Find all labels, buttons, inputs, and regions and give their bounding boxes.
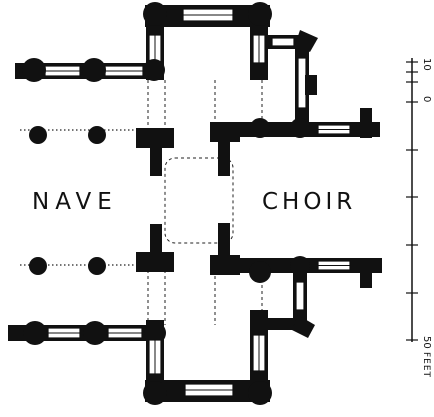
south-transept-sw-buttress (143, 381, 167, 405)
crossing-pier-ne (210, 122, 240, 176)
scale-unit: FEET (421, 352, 431, 378)
crossing-pier-sw (136, 224, 174, 272)
crossing-vault (164, 157, 234, 244)
south-transept (143, 310, 272, 405)
south-choir-buttress (360, 258, 372, 288)
south-transept-se-buttress (248, 381, 272, 405)
south-wall-buttress-2 (83, 321, 107, 345)
north-transept-nw-buttress (143, 2, 167, 26)
north-nave-wall (15, 58, 165, 82)
north-wall-buttress-1 (22, 58, 46, 82)
nave-piers (29, 126, 106, 275)
crossing-pier-nw (136, 128, 174, 176)
crossing-piers (136, 122, 240, 275)
choir-label: CHOIR (262, 189, 356, 215)
south-wall-buttress-1 (23, 321, 47, 345)
north-wall-buttress-3 (143, 59, 165, 81)
nave-pier-n1 (29, 126, 47, 144)
scale-bar: 10 0 50 FEET (406, 58, 432, 378)
scale-mark-zero: 0 (421, 96, 432, 102)
north-wall-buttress-2 (82, 58, 106, 82)
north-transept (143, 2, 272, 80)
nave-pier-n2 (88, 126, 106, 144)
north-east-chapel (265, 30, 318, 123)
se-chapel-buttress (292, 315, 315, 338)
nave-pier-s1 (29, 257, 47, 275)
south-east-chapel (262, 272, 315, 338)
scale-mark-top: 10 (421, 58, 432, 71)
north-choir-buttress (360, 108, 372, 138)
scale-mark-bottom: 50 (421, 336, 432, 349)
north-transept-ne-buttress (248, 2, 272, 26)
north-choir-wall (230, 108, 380, 138)
nave-pier-s2 (88, 257, 106, 275)
nave-label: NAVE (32, 189, 118, 215)
south-choir-wall (232, 256, 382, 288)
south-nave-wall (8, 321, 166, 345)
